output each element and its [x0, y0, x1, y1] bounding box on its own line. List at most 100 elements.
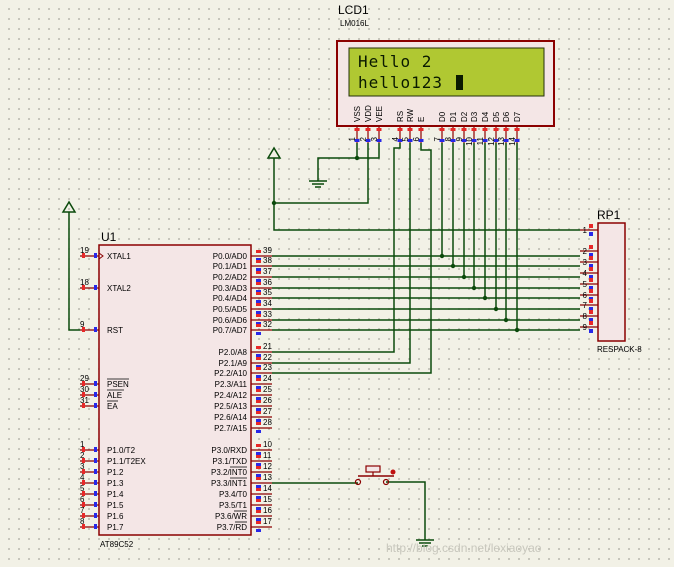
lcd-pin-number: 7	[433, 136, 442, 141]
mcu-pin-label: P0.3/AD3	[213, 284, 248, 293]
mcu-pin-left[interactable]: 5P1.4	[80, 484, 124, 499]
mcu-pin-number: 36	[263, 278, 272, 287]
mcu-pin-left[interactable]: 4P1.3	[80, 473, 124, 488]
mcu-pin-number: 26	[263, 396, 272, 405]
rpack-pin[interactable]: 4	[580, 267, 598, 279]
mcu-pin-label: P2.0/A8	[219, 348, 248, 357]
lcd-pin[interactable]: RS4	[391, 111, 405, 143]
mcu-body[interactable]	[98, 244, 252, 536]
rpack-pin[interactable]: 5	[580, 278, 598, 290]
mcu-pin-label: P1.5	[107, 501, 124, 510]
rpack-pin-number: 9	[583, 323, 588, 332]
lcd-pin[interactable]: D29	[455, 111, 469, 143]
mcu-pin-left[interactable]: 3P1.2	[80, 462, 124, 477]
wire-layer	[68, 143, 580, 540]
mcu-pin-left[interactable]: 1P1.0/T2	[80, 440, 136, 455]
lcd-pin-number: 1	[348, 136, 357, 141]
mcu-pin-number: 3	[80, 462, 85, 471]
mcu-pin-left[interactable]: 7P1.6	[80, 506, 124, 521]
mcu-pin-label: P3.2/INT0	[211, 468, 248, 477]
mcu-pin-number: 22	[263, 353, 272, 362]
rpack-pin[interactable]: 7	[580, 299, 598, 311]
lcd-pin[interactable]: D18	[444, 111, 458, 143]
lcd-pin[interactable]: RW5	[401, 108, 415, 143]
mcu-pin-left[interactable]: 2P1.1/T2EX	[80, 451, 146, 466]
mcu-pin-left[interactable]: 8P1.7	[80, 517, 124, 532]
junction-dot	[503, 317, 509, 323]
mcu-pin-label: P2.2/A10	[214, 369, 247, 378]
mcu-pin-label: P3.5/T1	[219, 501, 248, 510]
rpack-body[interactable]	[597, 222, 626, 342]
rpack-pin[interactable]: 9	[580, 321, 598, 333]
mcu-pin-number: 13	[263, 473, 272, 482]
mcu-pin-left[interactable]: 6P1.5	[80, 495, 124, 510]
rpack-pin[interactable]: 2	[580, 245, 598, 257]
ground-icon	[309, 180, 327, 188]
lcd-pin-number: 3	[370, 136, 379, 141]
mcu-pin-label: P0.4/AD4	[213, 294, 248, 303]
wire	[68, 212, 80, 331]
push-button[interactable]	[354, 465, 396, 486]
lcd-screen	[348, 47, 545, 97]
lcd-pin[interactable]: D0 7	[433, 111, 447, 143]
mcu-pin-label: EA	[107, 402, 118, 411]
mcu-pin-label: XTAL2	[107, 284, 131, 293]
wire	[272, 143, 411, 364]
mcu-pin-label: P3.6/WR	[215, 512, 247, 521]
rpack-pin[interactable]: 1	[580, 224, 598, 236]
wire	[272, 143, 401, 353]
mcu-pin-number: 5	[80, 484, 85, 493]
rpack-pin-number: 7	[583, 301, 588, 310]
lcd-line-2: hello123	[358, 73, 443, 92]
mcu-pin-label: P2.6/A14	[214, 413, 247, 422]
power-terminal-icon	[266, 146, 282, 159]
mcu-pin-label: P2.3/A11	[215, 380, 248, 389]
lcd-pin-label: D0	[438, 111, 447, 122]
mcu-pin-number: 23	[263, 363, 272, 372]
lcd-pin-number: 9	[455, 136, 464, 141]
rpack-pin[interactable]: 8	[580, 310, 598, 322]
rpack-pin-number: 1	[583, 226, 588, 235]
rpack-pin[interactable]: 3	[580, 256, 598, 268]
lcd-pin[interactable]: E6	[412, 117, 426, 143]
